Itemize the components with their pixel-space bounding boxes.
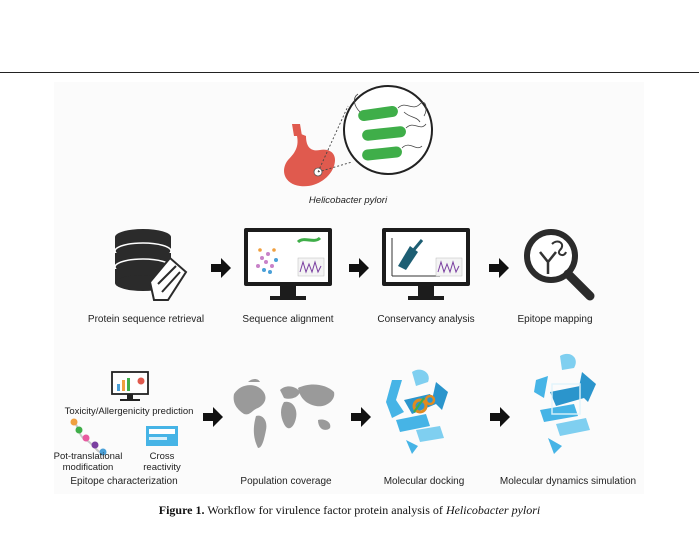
step-molecular-docking: Molecular docking	[383, 476, 465, 487]
ptm-chain-icon	[70, 418, 107, 456]
bacteria-magnified-icon	[343, 85, 433, 175]
step-cross-line1: Cross	[149, 451, 175, 462]
magnifier-icon	[524, 229, 595, 301]
arrow-2	[349, 258, 369, 278]
step-population-coverage: Population coverage	[240, 476, 332, 487]
database-icon	[114, 229, 188, 301]
caption-label: Figure 1.	[158, 503, 205, 517]
organism-label: Helicobacter pylori	[308, 195, 388, 206]
caption-text: Workflow for virulence factor protein an…	[207, 503, 443, 517]
arrow-3	[489, 258, 509, 278]
md-protein-icon	[534, 353, 596, 454]
step-epitope-characterization: Epitope characterization	[70, 476, 178, 487]
step-toxicity-allergenicity: Toxicity/Allergenicity prediction	[64, 406, 194, 417]
arrow-5	[351, 407, 371, 427]
cross-reactivity-icon	[146, 426, 178, 446]
figure-caption: Figure 1. Workflow for virulence factor …	[0, 503, 699, 518]
arrow-6	[490, 407, 510, 427]
zoom-line-top	[317, 105, 349, 173]
top-rule	[0, 72, 699, 73]
step-epitope-mapping: Epitope mapping	[517, 314, 593, 325]
monitor-alignment-icon	[244, 228, 332, 300]
toxicity-chart-icon	[111, 371, 149, 401]
arrow-1	[211, 258, 231, 278]
step-ptm-line1: Pot-translational	[53, 451, 123, 462]
arrow-4	[203, 407, 223, 427]
step-cross-line2: reactivity	[143, 462, 181, 473]
step-conservancy-analysis: Conservancy analysis	[377, 314, 475, 325]
stomach-icon	[284, 124, 336, 187]
docking-protein-icon	[386, 369, 448, 454]
step-ptm-line2: modification	[62, 462, 114, 473]
monitor-conservancy-icon	[382, 228, 470, 300]
step-protein-sequence-retrieval: Protein sequence retrieval	[87, 314, 205, 325]
caption-organism: Helicobacter pylori	[445, 503, 541, 517]
zoom-line-bottom	[317, 161, 353, 173]
step-md-simulation: Molecular dynamics simulation	[499, 476, 637, 487]
world-map-icon	[233, 379, 335, 448]
step-sequence-alignment: Sequence alignment	[242, 314, 334, 325]
